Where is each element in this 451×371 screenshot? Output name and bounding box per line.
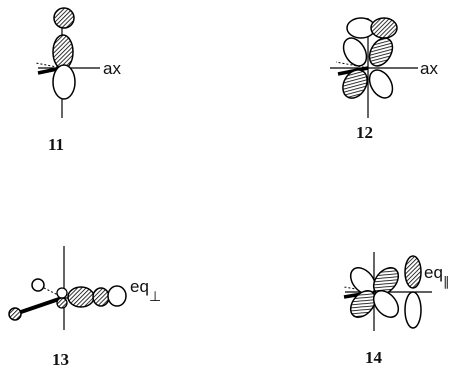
- orbital-lobe-right-small: [92, 287, 110, 307]
- structure-number: 13: [52, 350, 69, 369]
- dashed-bond: [335, 61, 369, 69]
- orbital-lobe-top: [53, 7, 75, 29]
- wedge-bond: [17, 296, 63, 315]
- orbital-lobe-sw: [349, 290, 377, 318]
- orbital-lobe-right-large: [67, 286, 95, 308]
- axial-label: ax: [420, 59, 438, 78]
- ligand-lobe-top: [404, 255, 422, 289]
- axial-label: ax: [103, 59, 121, 78]
- orbital-lobe-center-top: [56, 287, 68, 299]
- structure-13: eq ⊥ 13: [8, 246, 161, 369]
- dashed-bond: [41, 286, 61, 297]
- equatorial-subscript: ∥: [443, 274, 450, 289]
- structure-12: ax 12: [330, 17, 438, 142]
- orbital-lobe-substituent-front: [8, 307, 22, 321]
- equatorial-label: eq: [130, 277, 149, 296]
- ligand-lobe-bottom: [404, 291, 422, 329]
- structure-14: eq ∥ 14: [343, 252, 450, 367]
- orbital-lobe-center-ne: [342, 37, 368, 67]
- structure-number: 12: [356, 123, 373, 142]
- orbital-lobe-center-bottom: [56, 297, 68, 309]
- structure-11: ax 11: [35, 7, 121, 154]
- orbital-lobe-right-tip: [107, 285, 127, 307]
- equatorial-label: eq: [424, 263, 443, 282]
- orbital-lobe-upper: [52, 34, 74, 70]
- structure-number: 14: [365, 348, 383, 367]
- orbital-lobe-upper-right: [370, 17, 398, 39]
- orbital-lobe-se: [372, 290, 400, 318]
- orbital-lobe-lower: [52, 64, 76, 100]
- orbital-lobe-center-nw: [368, 37, 394, 67]
- equatorial-subscript: ⊥: [149, 288, 161, 304]
- orbital-lobe-center-se: [368, 69, 394, 99]
- orbital-lobe-substituent-back: [31, 278, 45, 292]
- orbital-lobe-center-sw: [342, 69, 368, 99]
- structure-number: 11: [48, 135, 64, 154]
